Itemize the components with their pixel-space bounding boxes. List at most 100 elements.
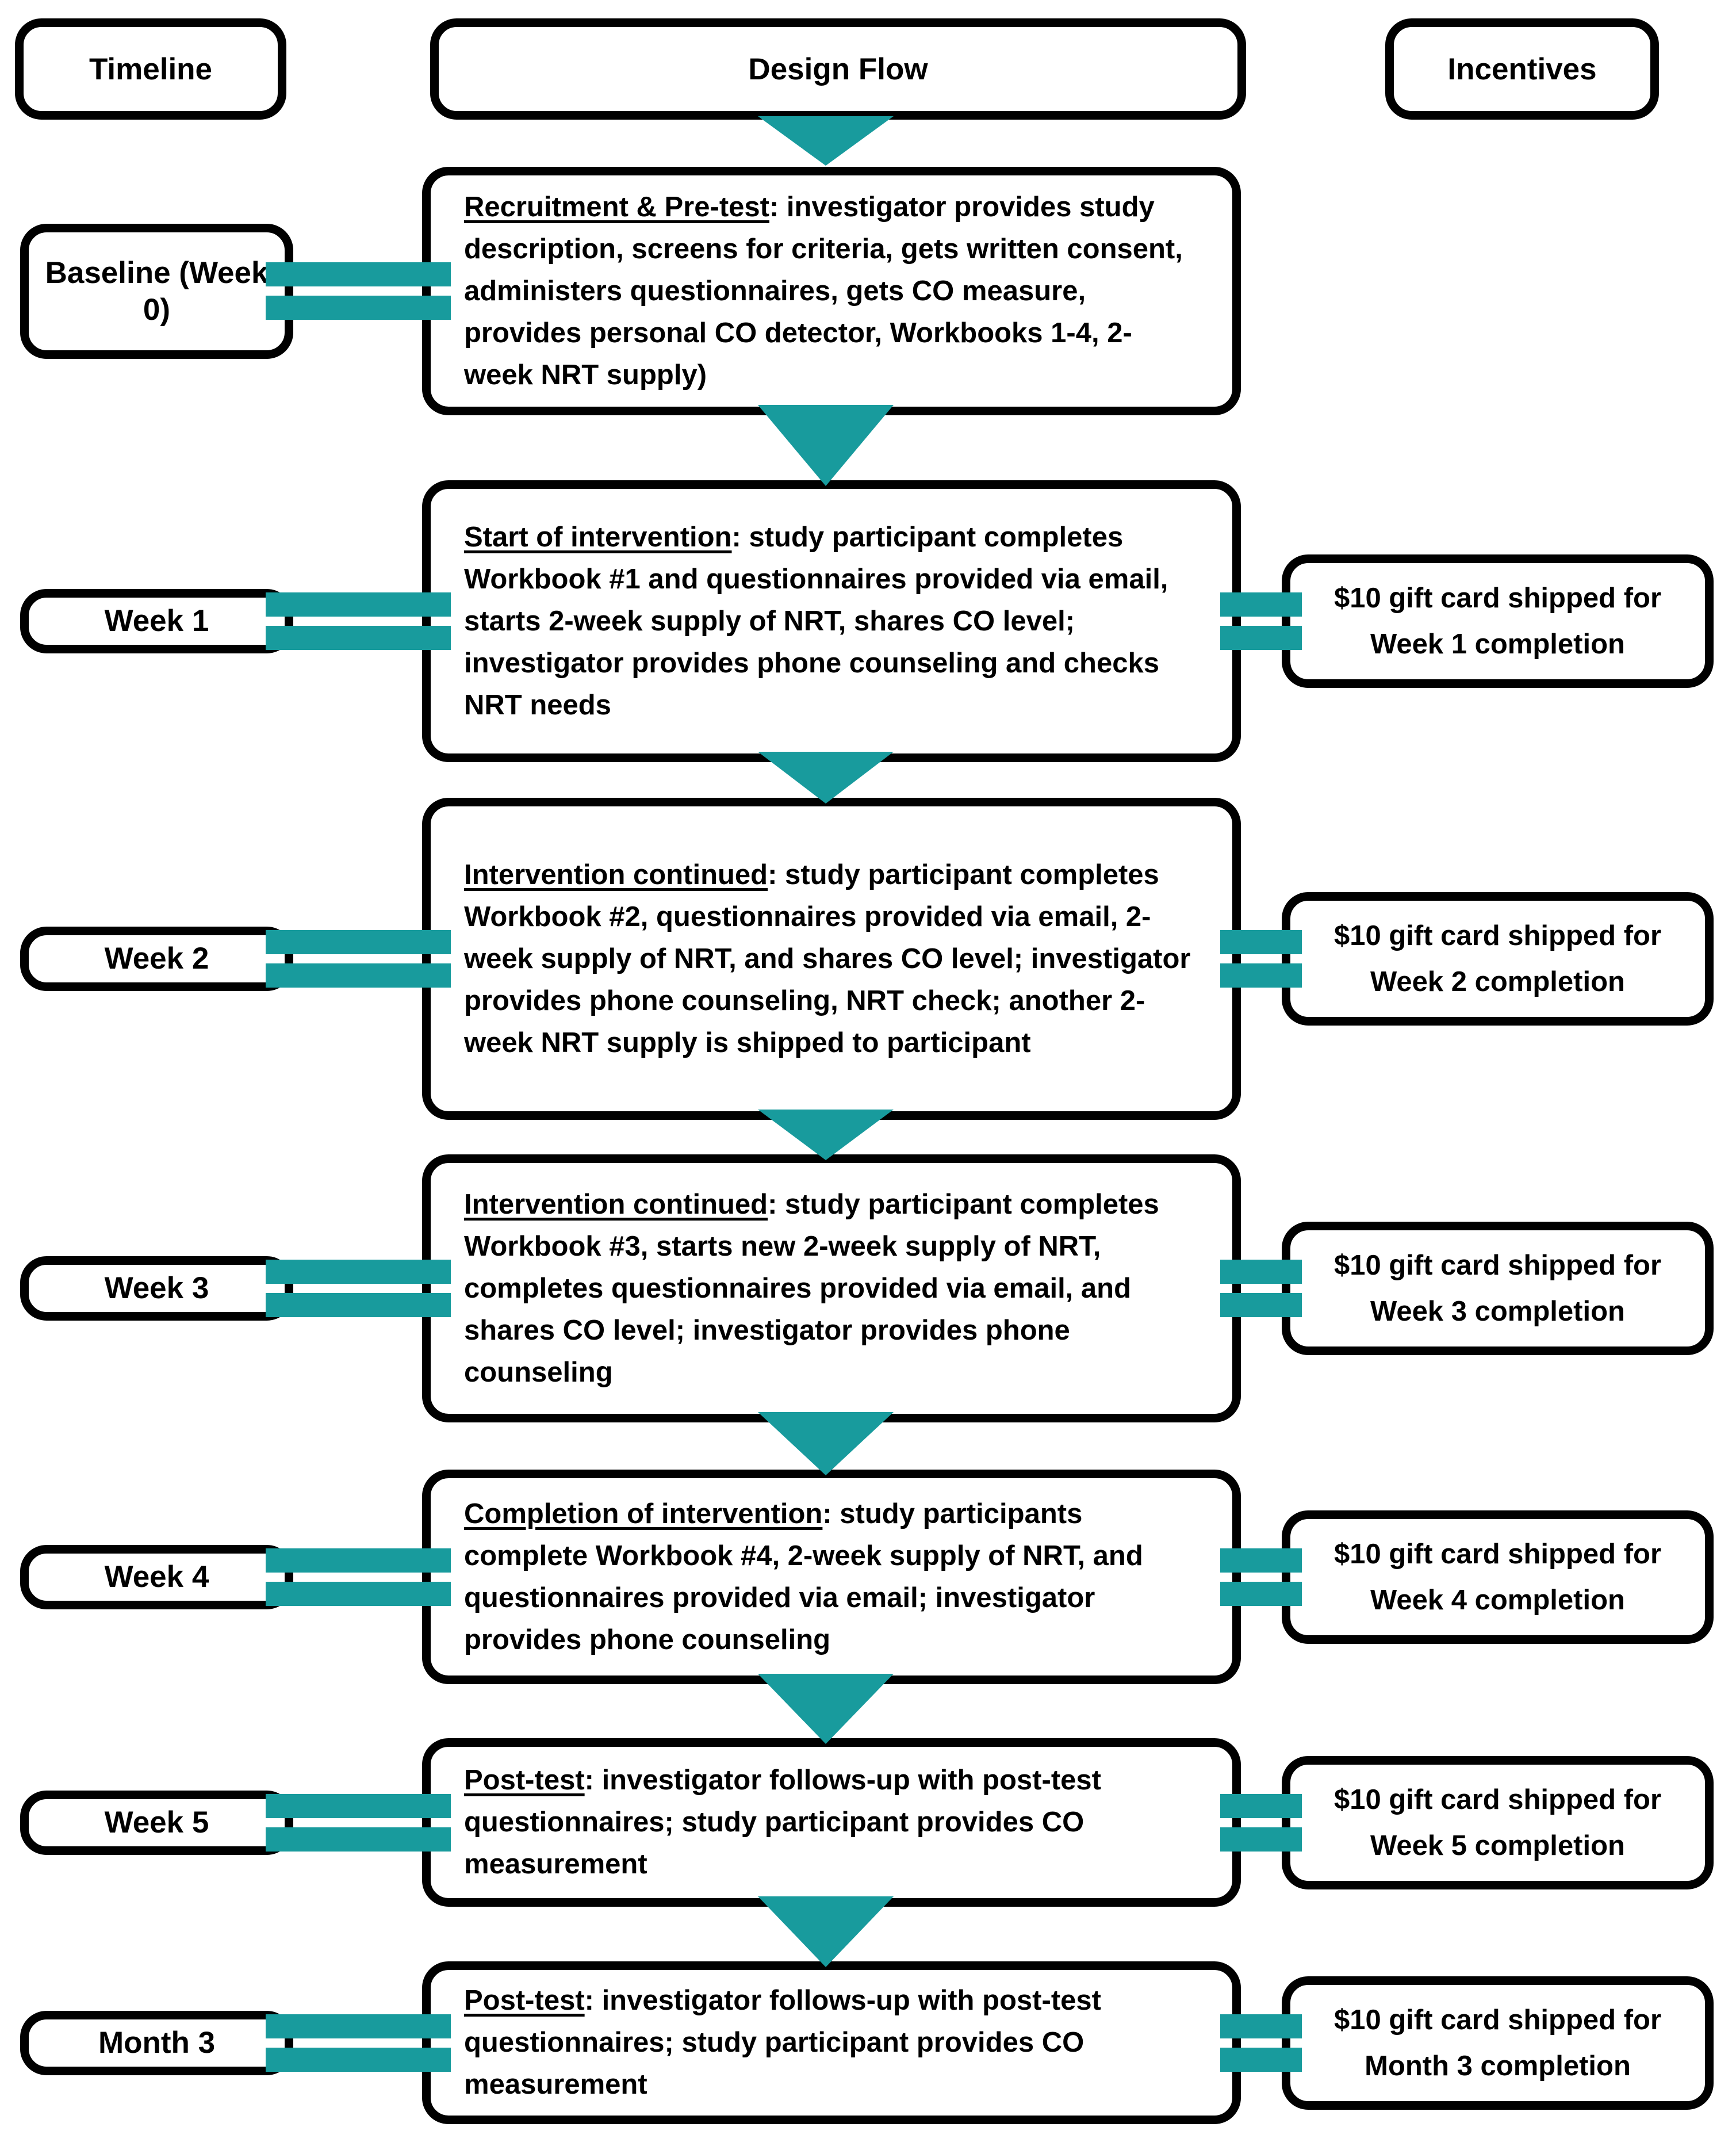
timeline-box-week-4: Week 4 (20, 1545, 293, 1609)
connector-bar (1220, 1794, 1302, 1818)
incentives-header-label: Incentives (1447, 52, 1597, 86)
design-step-heading: Intervention continued (464, 859, 768, 890)
timeline-column-header: Timeline (15, 18, 286, 120)
incentive-box-week-5: $10 gift card shipped for Week 5 complet… (1282, 1756, 1714, 1889)
connector-bar (1220, 963, 1302, 988)
incentive-box-week-4: $10 gift card shipped for Week 4 complet… (1282, 1510, 1714, 1644)
double-bar-connector (1220, 2014, 1302, 2072)
timeline-label: Week 1 (104, 604, 209, 638)
design-step-text: Completion of intervention: study partic… (464, 1493, 1199, 1661)
incentive-box-week-3: $10 gift card shipped for Week 3 complet… (1282, 1222, 1714, 1355)
timeline-label: Month 3 (98, 2026, 216, 2060)
design-step-text: Start of intervention: study participant… (464, 517, 1199, 726)
design-step-body: : study participant completes Workbook #… (464, 1188, 1159, 1388)
connector-bar (1220, 930, 1302, 954)
design-step-body: : study participant completes Workbook #… (464, 521, 1168, 721)
design-step-heading: Post-test (464, 1985, 585, 2016)
design-step-box-post-test-week-5: Post-test: investigator follows-up with … (422, 1738, 1241, 1907)
timeline-box-week-2: Week 2 (20, 927, 293, 991)
connector-bar (266, 1794, 451, 1818)
incentive-label: $10 gift card shipped for Week 2 complet… (1333, 920, 1662, 997)
connector-bar (266, 2048, 451, 2072)
design-step-heading: Recruitment & Pre-test (464, 191, 769, 223)
down-arrow-icon (758, 1896, 894, 1967)
double-bar-connector (266, 592, 451, 650)
double-bar-connector (1220, 1548, 1302, 1606)
connector-bar (266, 2014, 451, 2038)
design-step-heading: Intervention continued (464, 1188, 768, 1220)
connector-bar (266, 1260, 451, 1284)
connector-bar (266, 1582, 451, 1606)
double-bar-connector (1220, 930, 1302, 988)
connector-bar (266, 592, 451, 617)
design-step-body: : investigator follows-up with post-test… (464, 1985, 1101, 2100)
design-step-body: : investigator follows-up with post-test… (464, 1765, 1101, 1880)
connector-bar (266, 1293, 451, 1317)
design-step-heading: Post-test (464, 1765, 585, 1796)
design-flow-column-header: Design Flow (430, 18, 1246, 120)
connector-bar (1220, 2014, 1302, 2038)
timeline-box-baseline-week-0: Baseline (Week 0) (20, 224, 293, 359)
timeline-label: Week 2 (104, 942, 209, 976)
connector-bar (266, 963, 451, 988)
double-bar-connector (1220, 1260, 1302, 1317)
connector-bar (1220, 1293, 1302, 1317)
down-arrow-icon (758, 1674, 894, 1744)
design-step-text: Post-test: investigator follows-up with … (464, 1980, 1199, 2106)
timeline-label: Baseline (Week 0) (45, 255, 269, 327)
incentive-box-week-1: $10 gift card shipped for Week 1 complet… (1282, 554, 1714, 688)
timeline-box-month-3: Month 3 (20, 2011, 293, 2075)
incentive-label: $10 gift card shipped for Week 3 complet… (1333, 1250, 1662, 1327)
connector-bar (1220, 1548, 1302, 1573)
timeline-label: Week 4 (104, 1560, 209, 1594)
connector-bar (1220, 1582, 1302, 1606)
design-step-box-intervention-continued-2: Intervention continued: study participan… (422, 798, 1241, 1120)
double-bar-connector (266, 1260, 451, 1317)
connector-bar (1220, 592, 1302, 617)
design-step-heading: Start of intervention (464, 521, 732, 553)
timeline-box-week-3: Week 3 (20, 1256, 293, 1321)
incentive-label: $10 gift card shipped for Week 5 complet… (1333, 1784, 1662, 1861)
connector-bar (1220, 626, 1302, 650)
design-step-text: Intervention continued: study participan… (464, 1184, 1199, 1394)
down-arrow-icon (758, 405, 894, 486)
connector-bar (266, 262, 451, 286)
down-arrow-icon (758, 752, 894, 804)
double-bar-connector (266, 930, 451, 988)
connector-bar (1220, 1260, 1302, 1284)
connector-bar (1220, 1827, 1302, 1852)
design-step-box-intervention-continued-3: Intervention continued: study participan… (422, 1154, 1241, 1422)
design-step-box-post-test-month-3: Post-test: investigator follows-up with … (422, 1961, 1241, 2124)
design-step-body: : study participant completes Workbook #… (464, 859, 1191, 1058)
connector-bar (1220, 2048, 1302, 2072)
incentives-column-header: Incentives (1385, 18, 1659, 120)
down-arrow-icon (758, 1110, 894, 1160)
design-step-text: Intervention continued: study participan… (464, 854, 1199, 1064)
timeline-header-label: Timeline (89, 52, 213, 86)
double-bar-connector (266, 1548, 451, 1606)
connector-bar (266, 296, 451, 320)
double-bar-connector (266, 262, 451, 320)
design-step-body: : study participants complete Workbook #… (464, 1498, 1143, 1655)
double-bar-connector (1220, 1794, 1302, 1852)
design-step-box-completion-of-intervention: Completion of intervention: study partic… (422, 1470, 1241, 1684)
design-step-body: : investigator provides study descriptio… (464, 191, 1183, 391)
incentive-label: $10 gift card shipped for Week 1 complet… (1333, 583, 1662, 660)
timeline-label: Week 3 (104, 1271, 209, 1305)
design-step-box-recruitment-pretest: Recruitment & Pre-test: investigator pro… (422, 167, 1241, 415)
connector-bar (266, 626, 451, 650)
timeline-box-week-5: Week 5 (20, 1791, 293, 1855)
connector-bar (266, 1827, 451, 1852)
design-step-text: Recruitment & Pre-test: investigator pro… (464, 186, 1199, 396)
down-arrow-icon (758, 116, 894, 166)
double-bar-connector (266, 2014, 451, 2072)
incentive-label: $10 gift card shipped for Week 4 complet… (1333, 1539, 1662, 1616)
connector-bar (266, 1548, 451, 1573)
connector-bar (266, 930, 451, 954)
design-step-box-start-of-intervention: Start of intervention: study participant… (422, 480, 1241, 762)
double-bar-connector (266, 1794, 451, 1852)
incentive-box-month-3: $10 gift card shipped for Month 3 comple… (1282, 1976, 1714, 2110)
double-bar-connector (1220, 592, 1302, 650)
design-step-text: Post-test: investigator follows-up with … (464, 1759, 1199, 1885)
